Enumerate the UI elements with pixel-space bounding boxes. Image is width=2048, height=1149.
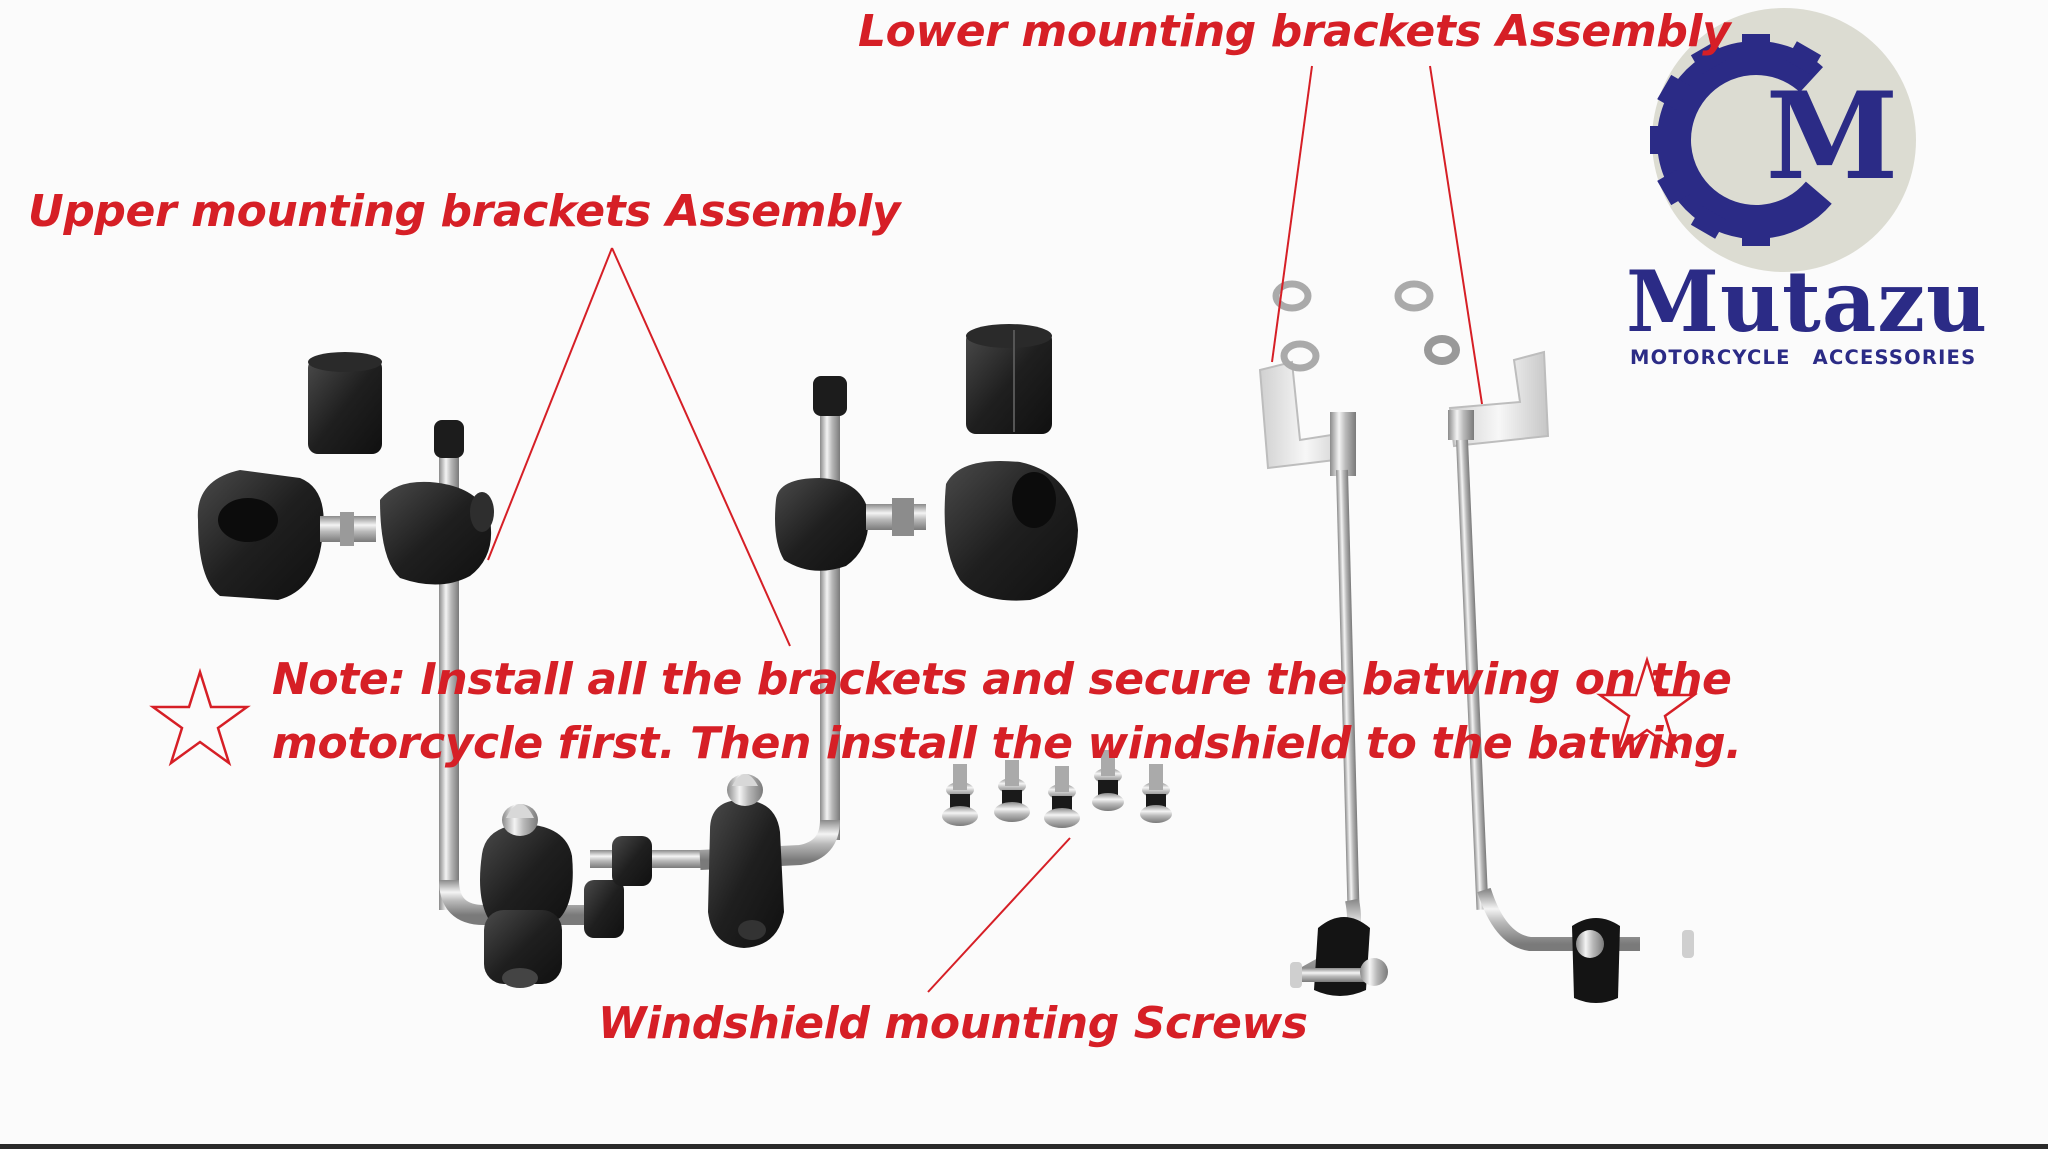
star-icon-right <box>1596 655 1698 755</box>
brand-name: Mutazu <box>1626 252 1989 351</box>
upper-brackets-label: Upper mounting brackets Assembly <box>28 186 901 237</box>
upper-bracket-right <box>699 324 1078 870</box>
lower-bracket-right <box>1394 280 1694 1003</box>
brand-emblem: M <box>1650 8 1916 272</box>
windshield-screws <box>942 750 1172 828</box>
screws-label: Windshield mounting Screws <box>598 998 1308 1049</box>
installation-note-line-2: motorcycle first. Then install the winds… <box>272 718 1742 769</box>
lower-brackets-label: Lower mounting brackets Assembly <box>858 6 1731 57</box>
bottom-divider <box>0 1144 2048 1149</box>
callout-lines <box>487 65 1483 993</box>
svg-text:M: M <box>1766 66 1899 207</box>
installation-note-line-1: Note: Install all the brackets and secur… <box>272 654 1732 705</box>
upper-bracket-left <box>197 352 710 925</box>
upper-bracket-lower-hardware <box>480 774 784 988</box>
star-icon-left <box>149 667 251 767</box>
lower-bracket-left <box>1258 280 1388 996</box>
installation-note: Note: Install all the brackets and secur… <box>272 648 1742 776</box>
brand-tagline: MOTORCYCLE ACCESSORIES <box>1630 346 1977 369</box>
